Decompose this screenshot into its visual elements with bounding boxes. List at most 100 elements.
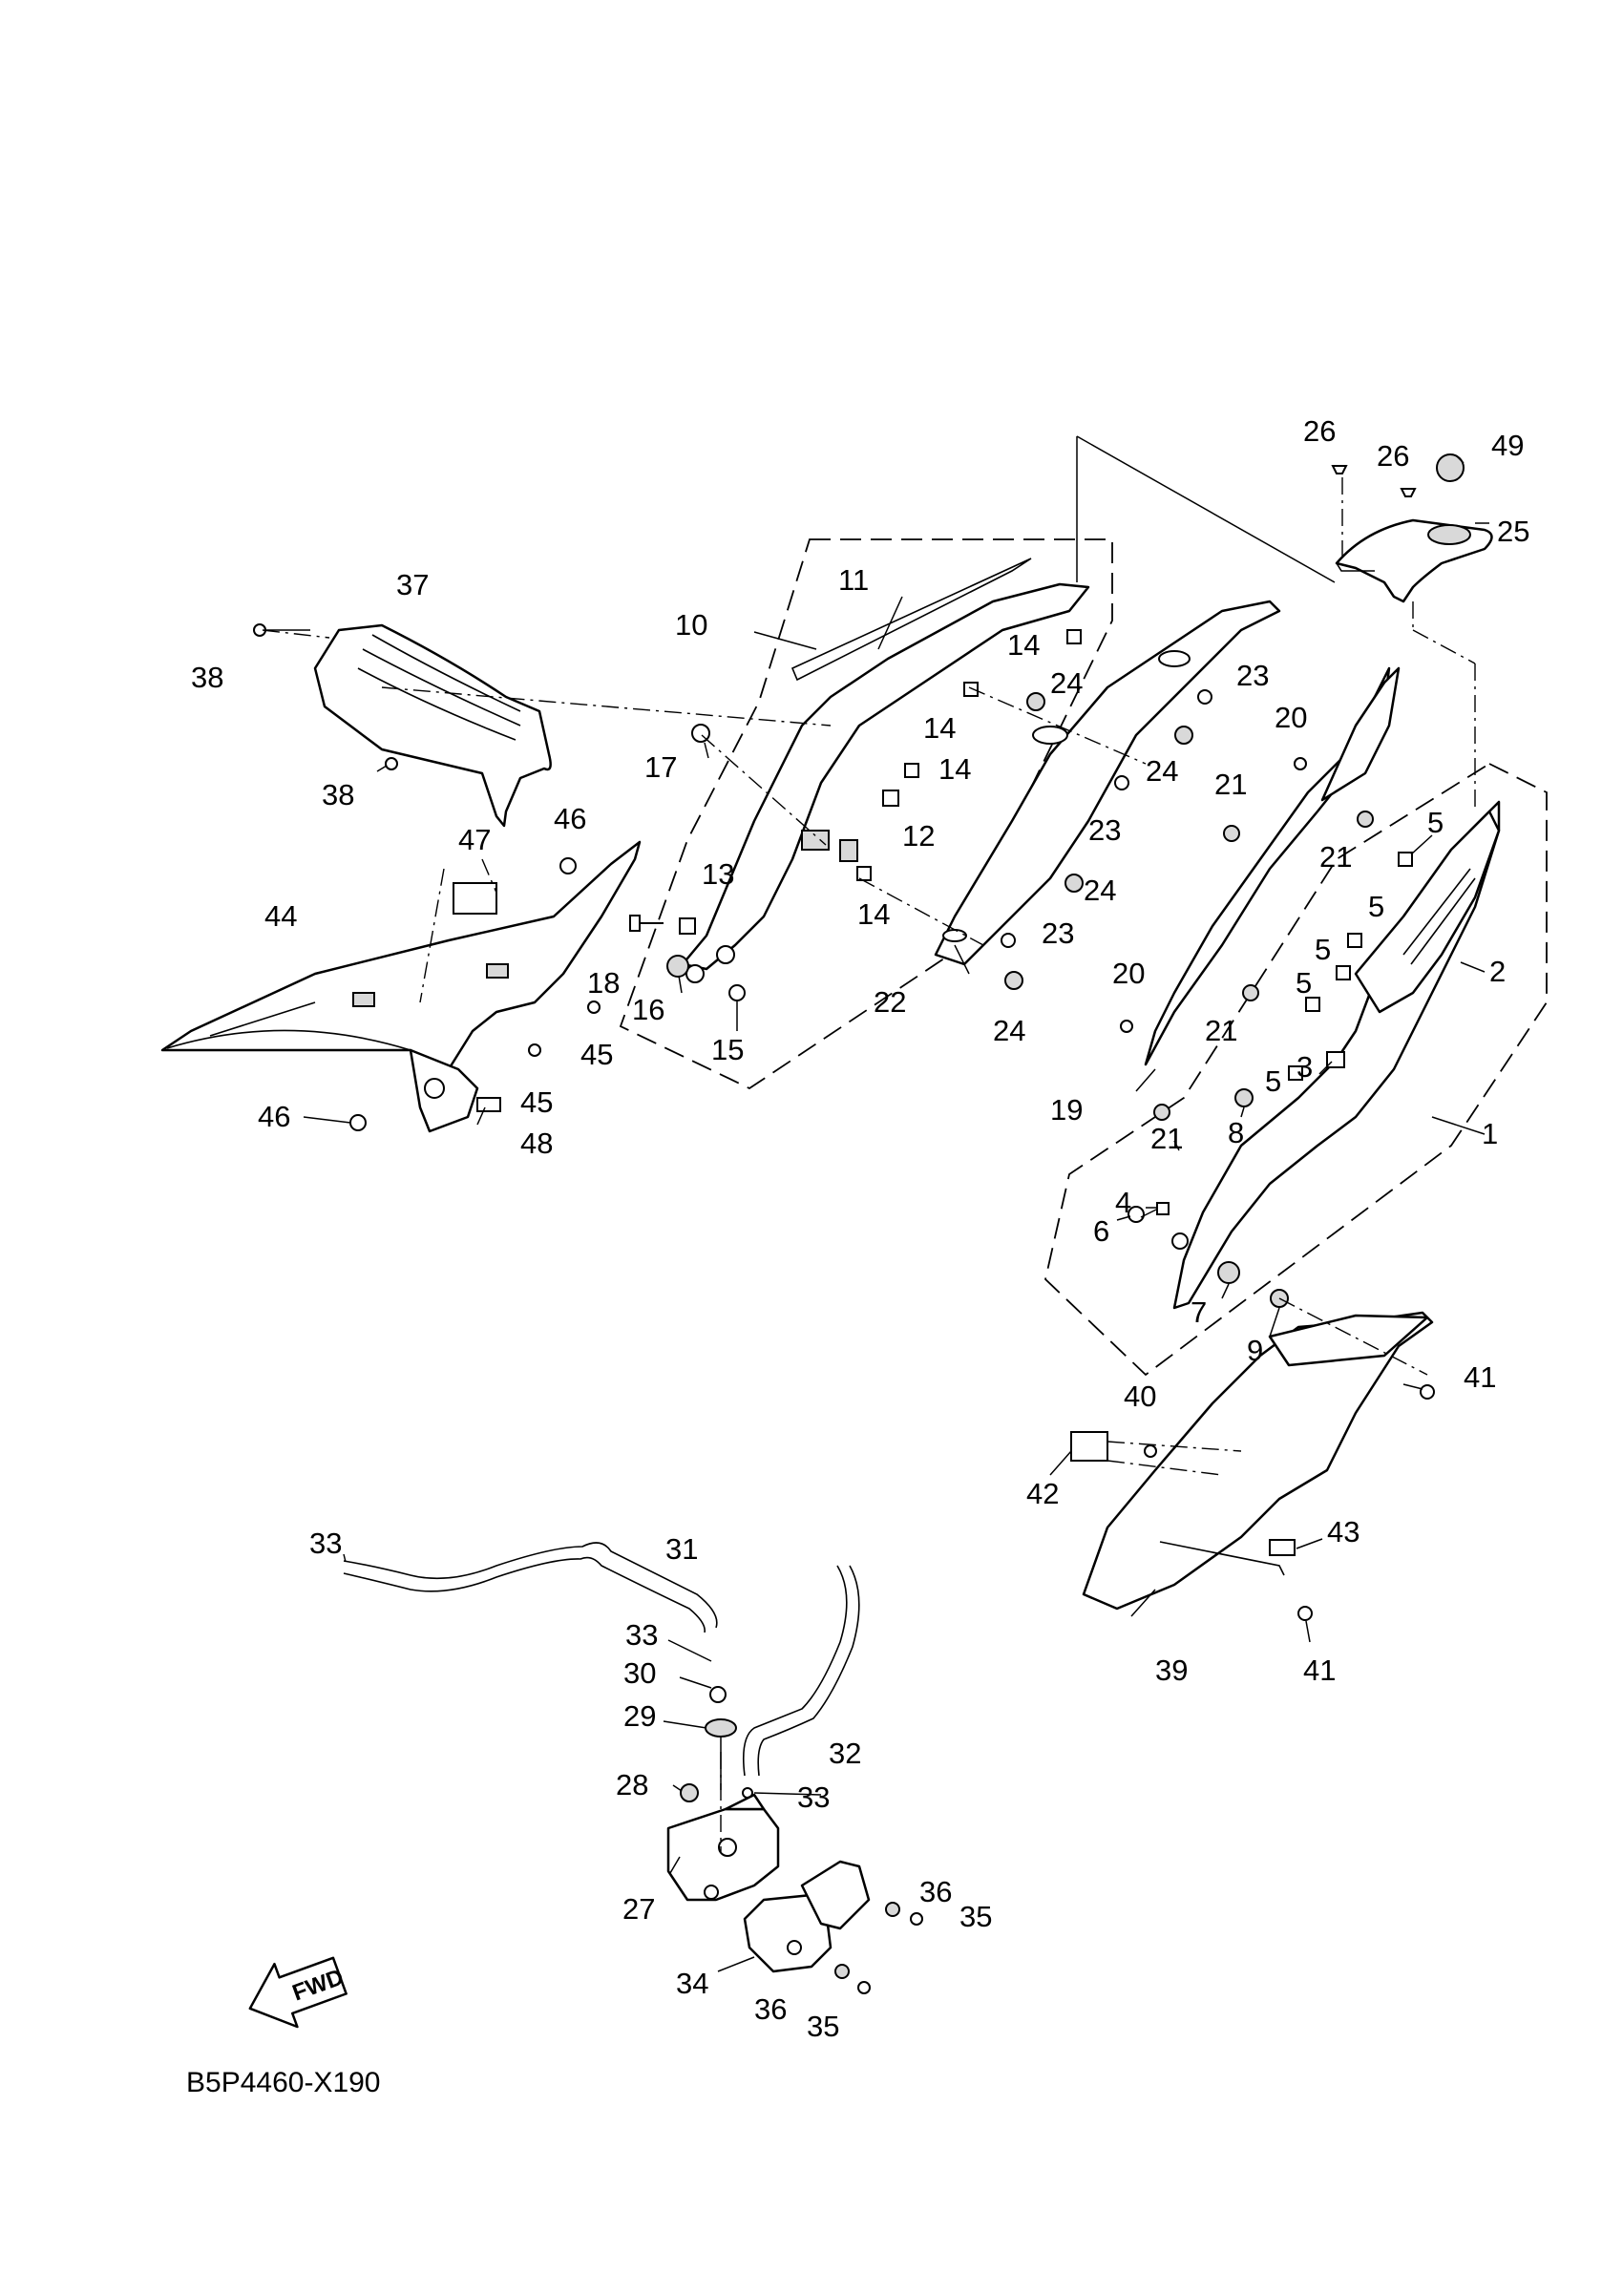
callout-24-c: 24 <box>1084 874 1116 907</box>
callout-8: 8 <box>1228 1116 1244 1149</box>
callout-23-c: 23 <box>1042 916 1074 950</box>
part-18-bolt <box>629 915 664 932</box>
part-14-nut-b <box>963 682 979 697</box>
part-30-fitting <box>709 1686 727 1703</box>
part-45-screw-b <box>528 1043 541 1057</box>
part-22-inner-cover <box>934 600 1281 966</box>
callout-16: 16 <box>632 993 664 1026</box>
callout-37: 37 <box>396 568 429 601</box>
part-35-bolt-a <box>910 1912 923 1926</box>
callout-15: 15 <box>711 1033 744 1066</box>
part-40-screw <box>1144 1444 1157 1458</box>
part-3-clip <box>1326 1051 1345 1068</box>
callout-18: 18 <box>587 966 620 1000</box>
part-35-bolt-b <box>857 1981 871 1994</box>
callout-23-b: 23 <box>1088 813 1121 847</box>
callout-6: 6 <box>1093 1214 1109 1248</box>
part-24-nut-a <box>1026 692 1045 711</box>
part-39-lower-side-cover <box>1082 1311 1434 1611</box>
part-26-screw-a <box>1331 465 1348 474</box>
callout-21-b: 21 <box>1319 840 1352 874</box>
part-8-nut <box>1234 1088 1254 1107</box>
part-1-rear-side-cover <box>1171 800 1501 1310</box>
callout-10: 10 <box>675 608 707 642</box>
part-27-canister <box>666 1793 780 1902</box>
callout-1: 1 <box>1482 1117 1498 1150</box>
diagram-code: B5P4460-X190 <box>186 2067 381 2098</box>
part-5-clip-e <box>1288 1065 1303 1081</box>
callout-45-b: 45 <box>520 1085 553 1119</box>
part-41-screw-b <box>1297 1606 1313 1621</box>
callout-24-b: 24 <box>1146 754 1178 788</box>
part-5-clip-d <box>1305 997 1320 1012</box>
part-48-clip <box>476 1097 501 1112</box>
callout-4: 4 <box>1115 1186 1131 1219</box>
part-16-grommet <box>666 955 689 978</box>
part-49-grommet <box>1436 453 1465 482</box>
part-41-screw-a <box>1420 1384 1435 1400</box>
part-42-clip <box>1070 1431 1108 1462</box>
callout-41-b: 41 <box>1303 1654 1336 1687</box>
part-24-nut-c <box>1064 874 1084 893</box>
callout-48: 48 <box>520 1127 553 1160</box>
callout-13: 13 <box>702 857 734 891</box>
callout-5-c: 5 <box>1315 933 1331 966</box>
part-36-washer-b <box>834 1964 850 1979</box>
part-21-nut-d <box>1153 1104 1170 1121</box>
callout-22: 22 <box>874 985 906 1019</box>
part-47-clip <box>453 882 497 915</box>
part-43-clip <box>1269 1539 1296 1556</box>
part-5-clip-b <box>1347 933 1362 948</box>
part-23-screw-c <box>1001 933 1016 948</box>
part-5-clip-a <box>1398 852 1413 867</box>
part-25-rear-cover <box>1335 518 1493 630</box>
part-21-nut-c <box>1242 984 1259 1001</box>
callout-46-a: 46 <box>554 802 586 835</box>
callout-3: 3 <box>1296 1050 1313 1084</box>
callout-14-b: 14 <box>923 711 956 745</box>
part-46-screw-b <box>349 1114 367 1131</box>
part-7-grommet <box>1217 1261 1240 1284</box>
part-36-washer-a <box>885 1902 900 1917</box>
callout-33-c: 33 <box>797 1780 830 1814</box>
callout-21-c: 21 <box>1205 1014 1237 1047</box>
callout-36-a: 36 <box>919 1875 952 1908</box>
part-21-nut-b <box>1357 811 1374 828</box>
callout-14-a: 14 <box>1007 628 1040 662</box>
callout-24-a: 24 <box>1050 666 1083 700</box>
callout-14-d: 14 <box>857 897 890 931</box>
callout-33-b: 33 <box>625 1618 658 1652</box>
callout-39: 39 <box>1155 1654 1188 1687</box>
callout-36-b: 36 <box>754 1992 787 2026</box>
fwd-arrow: FWD <box>248 1956 348 2029</box>
callout-5-a: 5 <box>1427 806 1444 839</box>
callout-labels: 1 2 3 4 5 5 5 5 5 6 7 8 9 10 11 12 13 14… <box>191 414 1529 2043</box>
assembly-group-boundary-center <box>619 538 1113 1090</box>
part-44-front-side-cowl <box>160 840 642 1133</box>
part-19-bracket <box>1144 666 1401 1066</box>
callout-5-b: 5 <box>1368 890 1384 923</box>
callout-42: 42 <box>1026 1477 1059 1510</box>
part-24-nut-b <box>1174 726 1193 745</box>
part-23-screw-a <box>1197 689 1212 705</box>
part-14-nut-a <box>1066 629 1082 644</box>
callout-27: 27 <box>622 1892 655 1926</box>
callout-31: 31 <box>665 1532 698 1566</box>
callout-43: 43 <box>1327 1515 1360 1548</box>
callout-49: 49 <box>1491 429 1524 462</box>
callout-41-a: 41 <box>1464 1360 1496 1394</box>
callout-35-a: 35 <box>959 1900 992 1933</box>
part-38-screw-b <box>385 757 398 770</box>
part-10-middle-cover <box>681 558 1090 983</box>
callout-20-a: 20 <box>1275 701 1307 734</box>
callout-2: 2 <box>1489 955 1506 988</box>
part-4-nut <box>1156 1202 1170 1215</box>
part-24-nut-d <box>1004 971 1023 990</box>
callout-40: 40 <box>1124 1380 1156 1413</box>
callout-38-a: 38 <box>191 661 223 694</box>
part-23-screw-b <box>1114 775 1129 790</box>
part-20-screw-a <box>1294 757 1307 770</box>
part-45-screw-a <box>587 1001 601 1014</box>
assembly-lines <box>262 435 1476 1852</box>
part-5-clip-c <box>1336 965 1351 980</box>
